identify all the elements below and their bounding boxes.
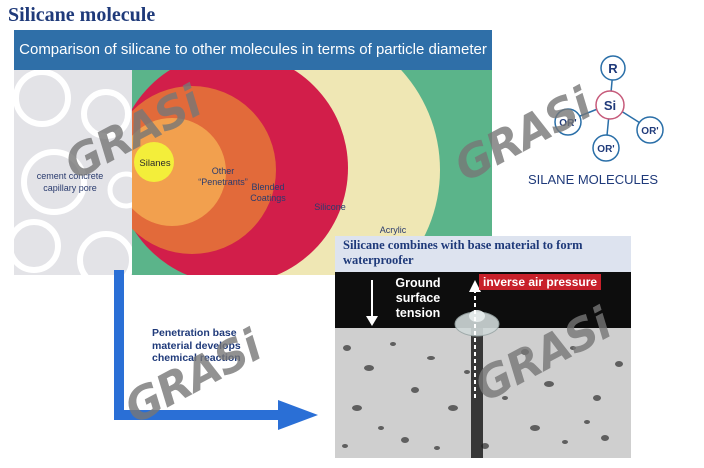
capillary-pore-label: cement concrete capillary pore [36,171,104,193]
atom-r-label: R [608,61,618,76]
down-arrow-icon [366,280,378,326]
comparison-banner: Comparison of silicane to other molecule… [14,30,492,70]
atom-or-right-label: OR' [641,126,658,137]
waterproofer-title: Silicane combines with base material to … [343,238,583,267]
silane-molecules-caption: SILANE MOLECULES [528,172,659,187]
porous-substrate [335,328,631,458]
pore-rings-graphic [14,70,132,275]
page-title: Silicane molecule [8,4,156,26]
label-blended-coatings: Blended Coatings [250,182,286,203]
waterproofer-title-box [335,236,631,272]
atom-r [600,55,626,81]
atom-or-left-label: OR' [559,118,576,129]
up-arrow-icon [469,280,481,398]
particle-diameter-diagram: Silanes Other “Penetrants” Blended Coati… [132,70,492,275]
l-arrow-shape [114,270,318,430]
atom-si-label: Si [604,98,616,113]
water-droplet [454,310,500,337]
label-acrylic: Acrylic [379,225,407,235]
inverse-air-pressure-label: inverse air pressure [479,274,602,290]
atom-si [595,90,625,120]
chemical-reaction-label: Penetration base material develops chemi… [152,327,241,364]
atom-or-right [636,116,664,144]
atom-or-bottom-label: OR' [597,144,614,155]
atom-or-left [554,108,582,136]
label-silicone: Silicone [314,202,346,212]
reaction-arrow [114,270,318,430]
circle-silanes [134,142,174,182]
atom-or-bottom [592,134,620,162]
label-silanes: Silanes [139,158,171,169]
label-other-penetrants: Other “Penetrants” [198,166,248,187]
ground-surface-tension-label: Ground surface tension [395,276,441,320]
capillary-pore-panel [14,70,132,275]
silane-molecule-diagram: R Si OR' OR' OR' [554,55,664,162]
waterproofer-panel: Silicane combines with base material to … [335,236,631,458]
